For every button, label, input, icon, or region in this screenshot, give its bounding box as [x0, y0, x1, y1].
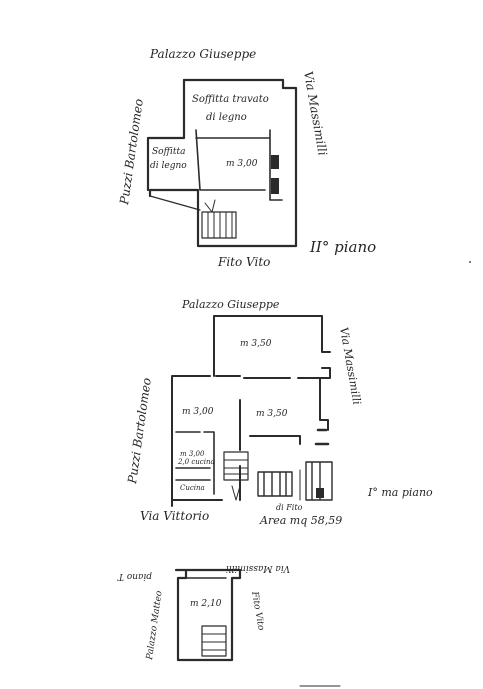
- upper-floor-label: II° piano: [309, 238, 376, 256]
- middle-corridor-label: di Fito: [276, 503, 303, 512]
- middle-small-room-dim: m 3,00 2,0 cucina: [177, 450, 215, 466]
- lower-top-label: Via Massimilli: [226, 563, 290, 573]
- lower-left-label: Palazzo Matteo: [145, 590, 165, 662]
- middle-dim-left: m 3,00: [182, 407, 214, 417]
- lower-outer-wall: [174, 568, 242, 662]
- middle-north-wall: [213, 315, 331, 377]
- middle-north-label: Palazzo Giuseppe: [181, 298, 280, 311]
- middle-fixture-block: [316, 488, 324, 498]
- upper-room3-dim: m 3,00: [226, 159, 258, 169]
- upper-room1-line1: Soffitta travato: [192, 94, 269, 105]
- upper-room1-label: Soffitta travato di legno: [192, 94, 272, 123]
- middle-small-room-dim-line2: 2,0 cucina: [177, 458, 215, 466]
- lower-plan: m 2,10 Palazzo Matteo Fito Vito Via Mass…: [117, 563, 290, 661]
- middle-dim-center: m 3,50: [256, 409, 288, 419]
- middle-kitchen-label: Cucina: [180, 484, 205, 492]
- middle-east-label: Via Massimilli: [337, 326, 363, 406]
- middle-west-label: Puzzi Bartolomeo: [125, 377, 154, 486]
- middle-center-partition: [239, 399, 301, 501]
- upper-boundary-line: [149, 195, 201, 211]
- upper-room1-line2: di legno: [206, 112, 247, 123]
- upper-room2-line1: Soffitta: [152, 147, 185, 157]
- upper-fixture-1: [271, 155, 279, 169]
- upper-staircase: [201, 199, 237, 239]
- upper-partitions: [195, 129, 283, 201]
- upper-fixture-2: [271, 178, 279, 194]
- upper-plan: Palazzo Giuseppe Puzzi Bartolomeo Via Ma…: [117, 47, 376, 269]
- middle-fixtures: [314, 428, 330, 446]
- upper-room2-line2: di legno: [150, 161, 187, 171]
- upper-east-label: Via Massimilli: [301, 70, 330, 157]
- middle-plan: Palazzo Giuseppe Puzzi Bartolomeo Via Ma…: [125, 298, 433, 527]
- lower-dim: m 2,10: [190, 599, 222, 609]
- upper-west-wall: [146, 78, 186, 192]
- middle-small-room-dim-line1: m 3,00: [180, 450, 205, 458]
- lower-floor-label: piano T: [117, 571, 152, 581]
- upper-outer-wall: [148, 78, 298, 248]
- upper-room2-label: Soffitta di legno: [150, 147, 188, 171]
- middle-area-note: Area mq 58,59: [259, 514, 342, 527]
- lower-right-label: Fito Vito: [249, 590, 266, 632]
- middle-staircase: [223, 451, 249, 501]
- upper-west-label: Puzzi Bartolomeo: [117, 98, 146, 207]
- middle-small-rooms: [175, 431, 215, 495]
- middle-dim-top: m 3,50: [240, 339, 272, 349]
- middle-street-label: Via Vittorio: [140, 509, 209, 523]
- lower-staircase: [201, 625, 227, 657]
- upper-south-label: Fito Vito: [217, 255, 270, 269]
- paper-speck-1: [469, 261, 471, 263]
- middle-west-wall: [171, 375, 241, 507]
- middle-floor-label: I° ma piano: [367, 486, 433, 499]
- upper-north-label: Palazzo Giuseppe: [149, 47, 256, 61]
